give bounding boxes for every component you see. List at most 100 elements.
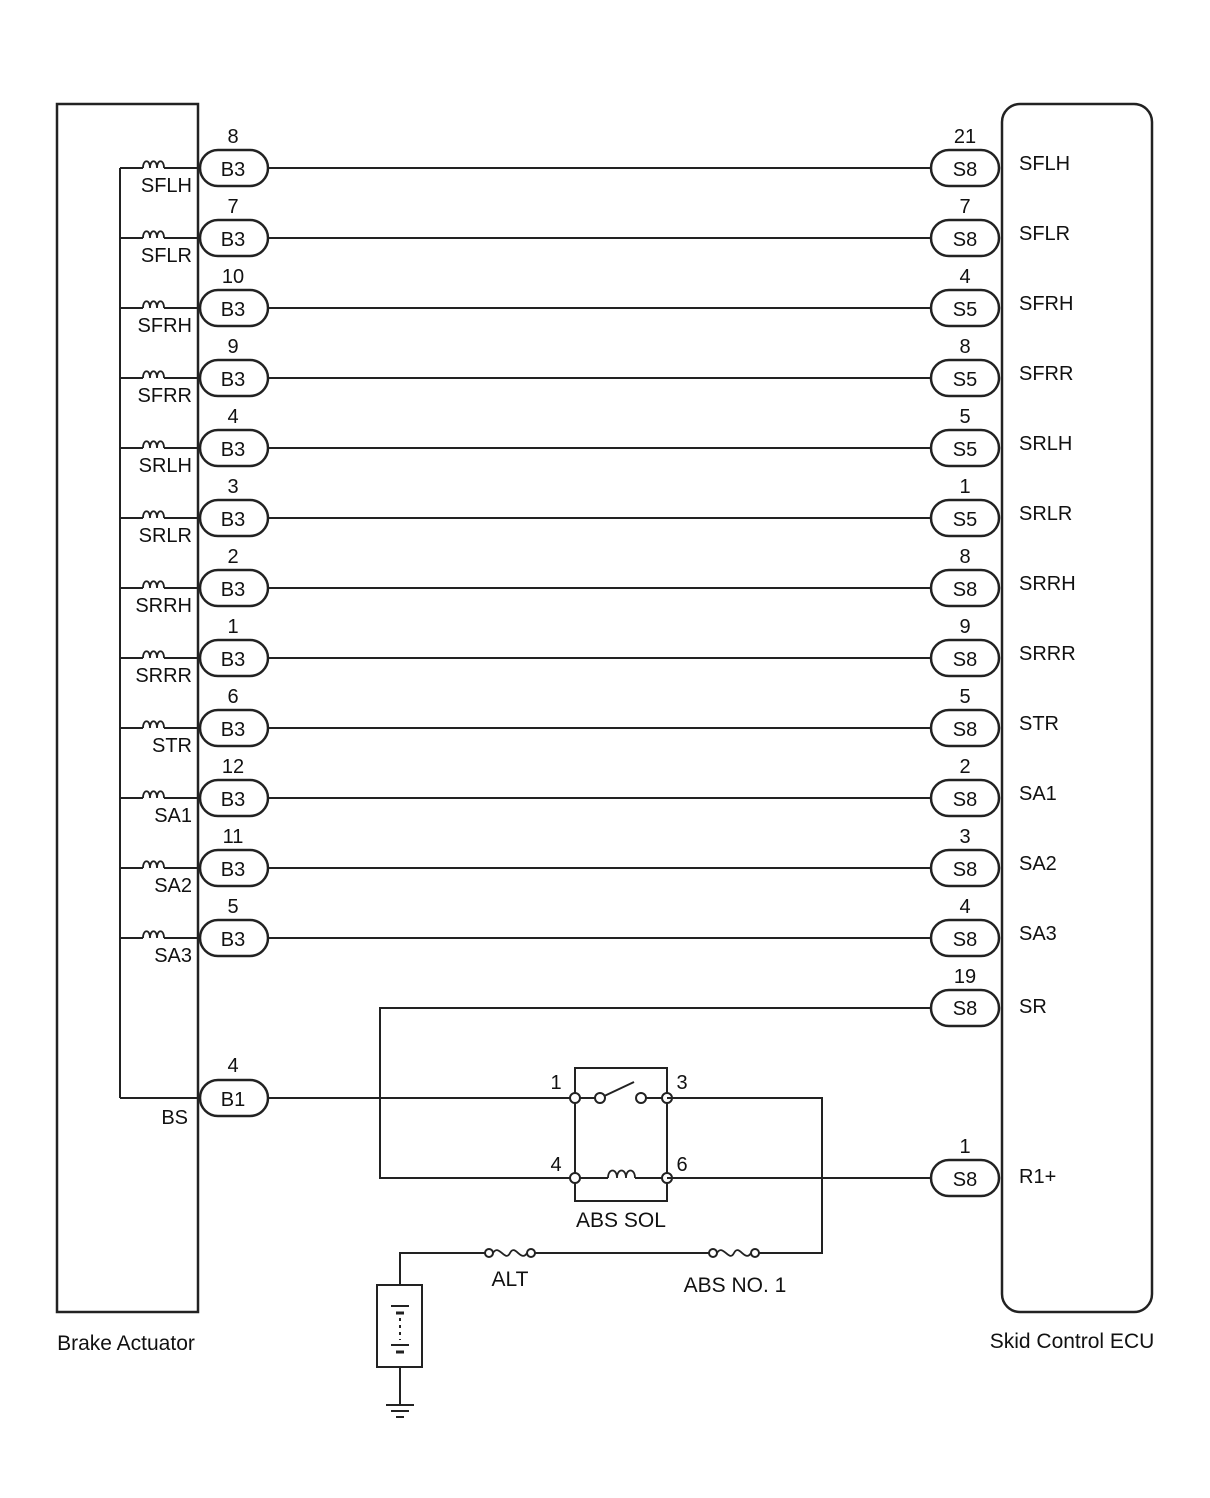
ecu-signal-label: SA1 xyxy=(1019,783,1057,805)
fuse-abs-label: ABS NO. 1 xyxy=(684,1274,787,1297)
brake-actuator-label: Brake Actuator xyxy=(57,1332,195,1355)
ecu-signal-label: SFRH xyxy=(1019,293,1073,315)
actuator-connector-label: B3 xyxy=(221,369,245,391)
actuator-signal-label: SRLR xyxy=(139,525,192,547)
relay-terminal-1 xyxy=(569,1092,581,1104)
ecu-pin: 3 xyxy=(959,826,970,848)
r1-ecu-connector-label: S8 xyxy=(953,1169,977,1191)
solenoid-coil-icon xyxy=(142,790,165,799)
ecu-signal-label: SRRR xyxy=(1019,643,1076,665)
power-supply-circuit: ABS NO. 1 ALT xyxy=(376,1097,823,1418)
ecu-pin: 7 xyxy=(959,196,970,218)
ecu-pin: 4 xyxy=(959,896,970,918)
sr-ecu-signal-label: SR xyxy=(1019,996,1047,1018)
actuator-pin: 1 xyxy=(227,616,238,638)
relay-pin-3: 3 xyxy=(676,1072,687,1094)
abs-sol-relay: 1 3 4 6 ABS SOL xyxy=(550,1067,688,1232)
actuator-pin: 8 xyxy=(227,126,238,148)
actuator-connector-label: B3 xyxy=(221,299,245,321)
ecu-connector-label: S8 xyxy=(953,649,977,671)
ground-icon xyxy=(386,1404,414,1418)
bs-actuator-connector xyxy=(198,1078,270,1118)
actuator-connector xyxy=(198,288,270,328)
relay-switch-contact xyxy=(635,1092,647,1104)
ecu-connector-label: S5 xyxy=(953,509,977,531)
actuator-signal-label: SA1 xyxy=(154,805,192,827)
actuator-pin: 2 xyxy=(227,546,238,568)
solenoid-coil-icon xyxy=(142,580,165,589)
ecu-pin: 8 xyxy=(959,546,970,568)
relay-pin-6: 6 xyxy=(676,1154,687,1176)
ecu-connector xyxy=(929,358,1001,398)
ecu-connector xyxy=(929,218,1001,258)
actuator-pin: 9 xyxy=(227,336,238,358)
actuator-connector xyxy=(198,708,270,748)
sr-circuit: S8 19 SR xyxy=(379,966,1047,1179)
actuator-connector-label: B3 xyxy=(221,649,245,671)
actuator-connector-label: B3 xyxy=(221,229,245,251)
ecu-connector-label: S8 xyxy=(953,579,977,601)
abs-sol-relay-label: ABS SOL xyxy=(576,1209,666,1232)
ecu-connector-label: S5 xyxy=(953,299,977,321)
ecu-connector-label: S5 xyxy=(953,439,977,461)
ecu-connector xyxy=(929,778,1001,818)
actuator-pin: 7 xyxy=(227,196,238,218)
ecu-connector xyxy=(929,918,1001,958)
actuator-signal-label: SRLH xyxy=(139,455,192,477)
solenoid-coil-icon xyxy=(142,300,165,309)
ecu-connector xyxy=(929,638,1001,678)
actuator-connector-label: B3 xyxy=(221,159,245,181)
ecu-pin: 4 xyxy=(959,266,970,288)
solenoid-rows: B38SFLHS821SFLHB37SFLRS87SFLRB310SFRHS54… xyxy=(120,126,1076,967)
r1-circuit: S8 1 R1+ xyxy=(667,1136,1056,1198)
relay-switch-contact xyxy=(594,1092,606,1104)
ecu-connector-label: S8 xyxy=(953,929,977,951)
ecu-signal-label: SA2 xyxy=(1019,853,1057,875)
bs-circuit: B1 4 BS xyxy=(120,1055,575,1129)
bs-actuator-connector-label: B1 xyxy=(221,1089,245,1111)
ecu-pin: 8 xyxy=(959,336,970,358)
actuator-connector xyxy=(198,778,270,818)
sr-ecu-pin: 19 xyxy=(954,966,976,988)
fuse-alt-icon xyxy=(492,1249,528,1257)
actuator-signal-label: SFLR xyxy=(141,245,192,267)
ecu-connector xyxy=(929,848,1001,888)
r1-ecu-signal-label: R1+ xyxy=(1019,1166,1056,1188)
skid-control-ecu-label: Skid Control ECU xyxy=(990,1330,1155,1353)
brake-actuator-box xyxy=(55,102,200,1314)
actuator-connector xyxy=(198,848,270,888)
ecu-signal-label: SRRH xyxy=(1019,573,1076,595)
actuator-connector xyxy=(198,428,270,468)
r1-ecu-pin: 1 xyxy=(959,1136,970,1158)
fuse-abs-terminal xyxy=(708,1248,718,1258)
ecu-pin: 9 xyxy=(959,616,970,638)
actuator-connector xyxy=(198,918,270,958)
actuator-connector-label: B3 xyxy=(221,859,245,881)
fuse-alt-terminal xyxy=(484,1248,494,1258)
actuator-connector xyxy=(198,638,270,678)
ecu-signal-label: STR xyxy=(1019,713,1059,735)
solenoid-coil-icon xyxy=(142,440,165,449)
relay-coil-icon xyxy=(607,1169,636,1179)
actuator-pin: 6 xyxy=(227,686,238,708)
ecu-connector-label: S8 xyxy=(953,859,977,881)
ecu-pin: 21 xyxy=(954,126,976,148)
bs-actuator-pin: 4 xyxy=(227,1055,238,1077)
relay-pin-1: 1 xyxy=(550,1072,561,1094)
ecu-signal-label: SRLR xyxy=(1019,503,1072,525)
solenoid-coil-icon xyxy=(142,230,165,239)
ecu-pin: 5 xyxy=(959,686,970,708)
ecu-connector xyxy=(929,288,1001,328)
ecu-pin: 2 xyxy=(959,756,970,778)
actuator-pin: 10 xyxy=(222,266,244,288)
actuator-signal-label: SFLH xyxy=(141,175,192,197)
r1-ecu-connector xyxy=(929,1158,1001,1198)
sr-ecu-connector xyxy=(929,988,1001,1028)
